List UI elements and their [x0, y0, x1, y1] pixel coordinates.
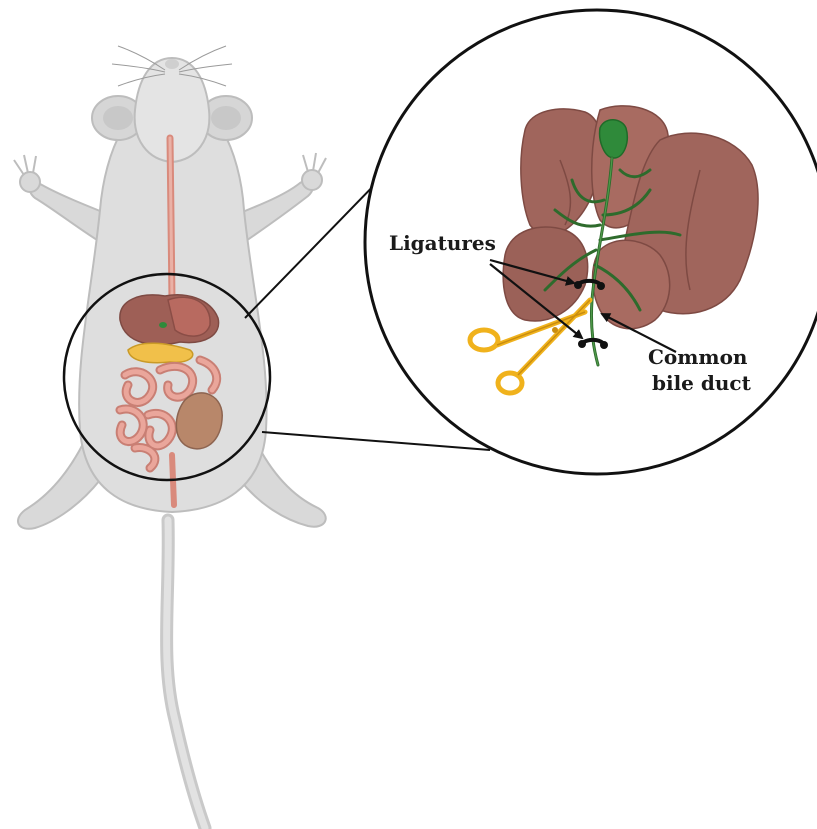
mouse-tail	[167, 520, 205, 828]
cecum	[176, 393, 222, 449]
paw-right-icon	[302, 153, 326, 190]
ligatures-label: Ligatures	[389, 231, 496, 255]
common-bile-duct-label-line2: bile duct	[652, 371, 752, 395]
common-bile-duct-label-line1: Common	[648, 345, 748, 369]
paw-left-icon	[14, 155, 40, 192]
zoom-connector-bottom	[262, 432, 490, 450]
